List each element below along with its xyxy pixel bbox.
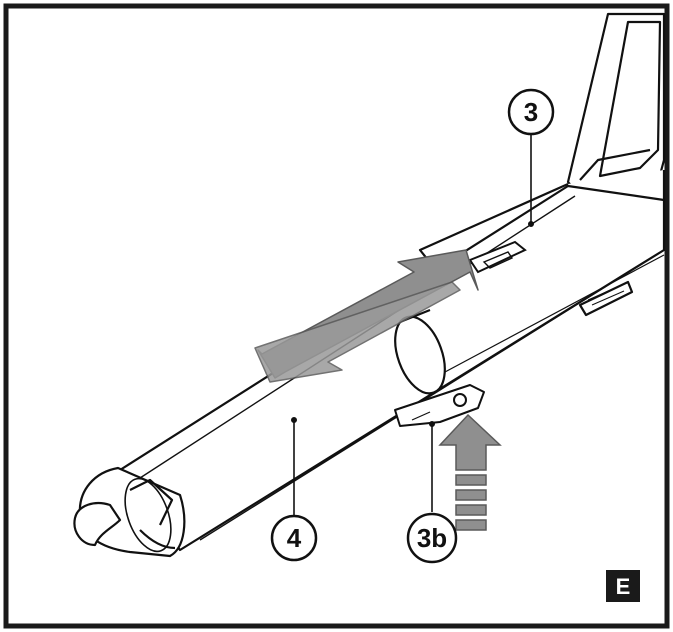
panel-badge-label: E [616,574,631,599]
callout-4-label: 4 [287,523,302,553]
leader-lines [290,134,534,516]
callout-3b: 3b [406,512,458,564]
callout-3-label: 3 [524,97,538,127]
callout-3b-label: 3b [417,523,447,553]
callout-4: 4 [270,514,318,562]
release-slot [468,240,527,274]
callout-3: 3 [507,88,555,136]
panel-badge: E [606,570,640,602]
nozzle-end [73,466,186,558]
slide-direction-arrow [254,249,479,383]
sleeve-collar [394,308,446,395]
latch-3b [394,384,485,427]
push-up-arrow [438,413,502,531]
